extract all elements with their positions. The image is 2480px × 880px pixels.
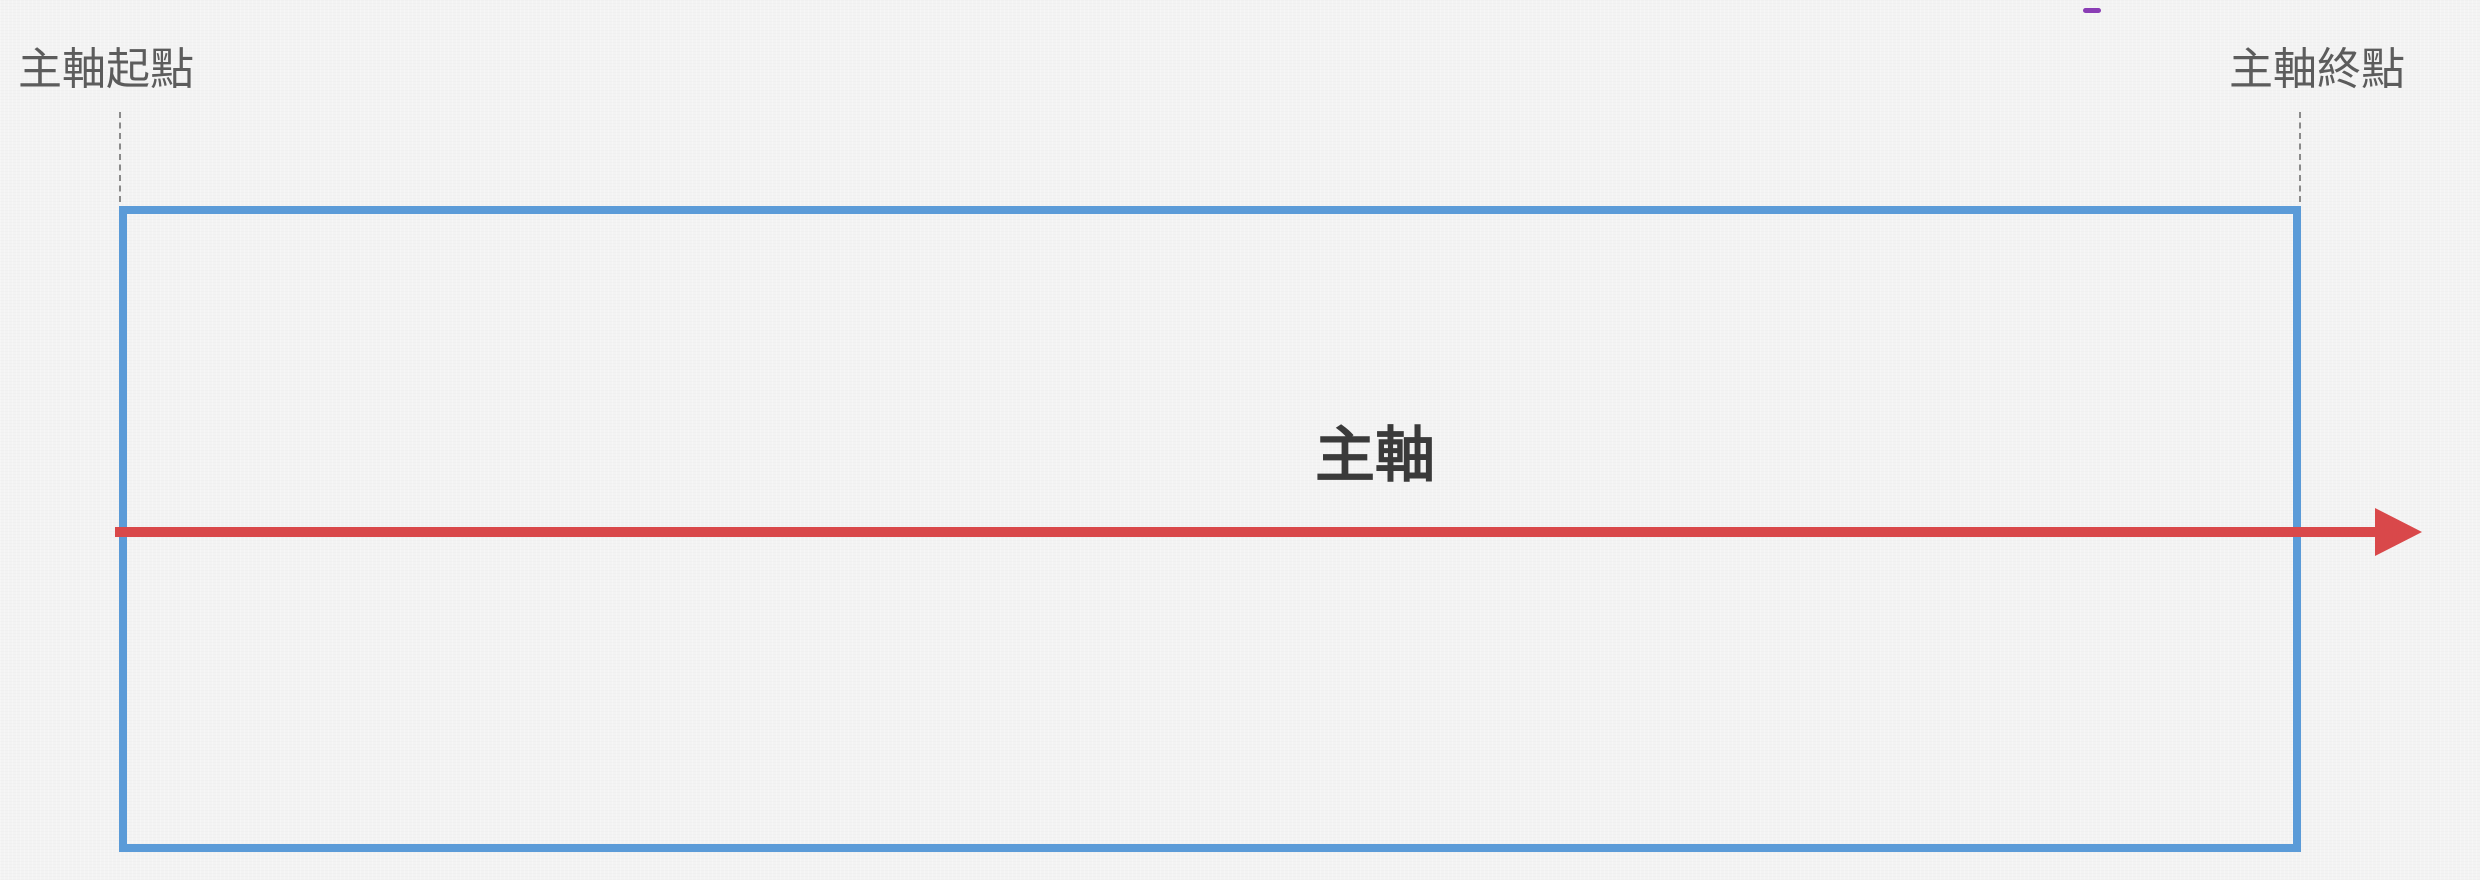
stray-purple-mark xyxy=(2083,8,2101,13)
main-start-label: 主軸起點 xyxy=(18,44,194,95)
main-end-guide-line xyxy=(2299,112,2301,202)
main-start-guide-line xyxy=(119,112,121,202)
main-end-label: 主軸終點 xyxy=(2229,44,2405,95)
main-axis-label: 主軸 xyxy=(1315,421,1435,491)
main-axis-arrow-head xyxy=(2375,508,2422,556)
